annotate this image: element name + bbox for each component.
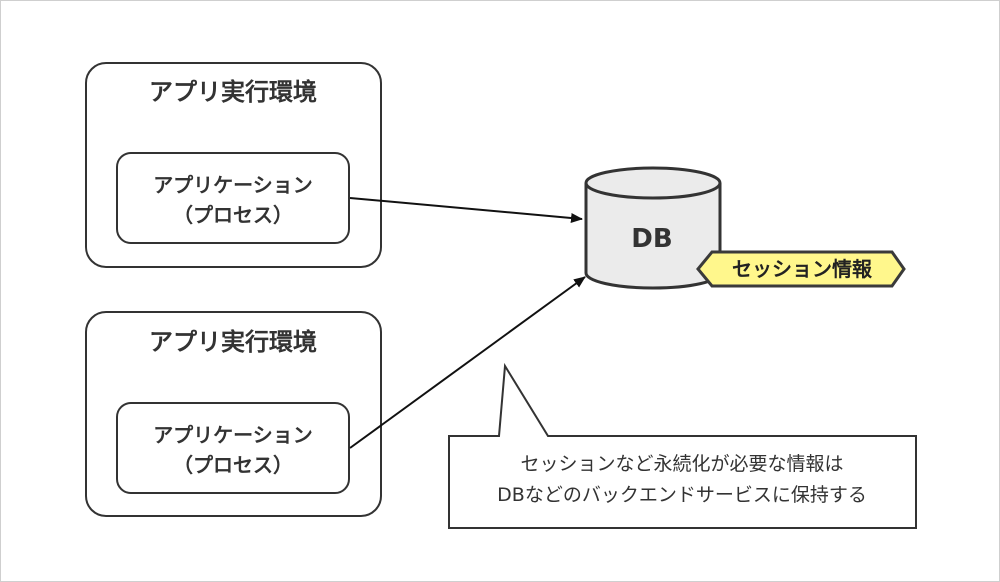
callout-note: セッションなど永続化が必要な情報は DBなどのバックエンドサービスに保持する [448, 362, 917, 529]
process-node: アプリケーション （プロセス） [116, 402, 350, 494]
callout-shape [448, 362, 917, 529]
database-node: DB [584, 166, 722, 290]
callout-text-line1: セッションなど永続化が必要な情報は [520, 453, 843, 475]
arrow-process2-to-db [349, 276, 586, 449]
tag-label: セッション情報 [732, 257, 873, 281]
process-label-line1: アプリケーション [153, 423, 313, 447]
process-label-line2: （プロセス） [173, 453, 293, 477]
process-label-line2: （プロセス） [173, 203, 293, 227]
environment-title: アプリ実行環境 [149, 78, 317, 106]
process-node: アプリケーション （プロセス） [116, 152, 350, 244]
arrow-process1-to-db [349, 197, 583, 223]
database-cylinder-top [584, 166, 722, 200]
tag-shape [696, 250, 906, 288]
callout-text-line2: DBなどのバックエンドサービスに保持する [497, 484, 867, 506]
environment-title: アプリ実行環境 [149, 328, 317, 356]
app-environment-2: アプリ実行環境 アプリケーション （プロセス） [85, 311, 382, 517]
database-label: DB [631, 224, 672, 254]
process-label-line1: アプリケーション [153, 173, 313, 197]
app-environment-1: アプリ実行環境 アプリケーション （プロセス） [85, 62, 382, 268]
process-box [116, 152, 350, 244]
process-box [116, 402, 350, 494]
session-info-tag: セッション情報 [696, 250, 906, 288]
